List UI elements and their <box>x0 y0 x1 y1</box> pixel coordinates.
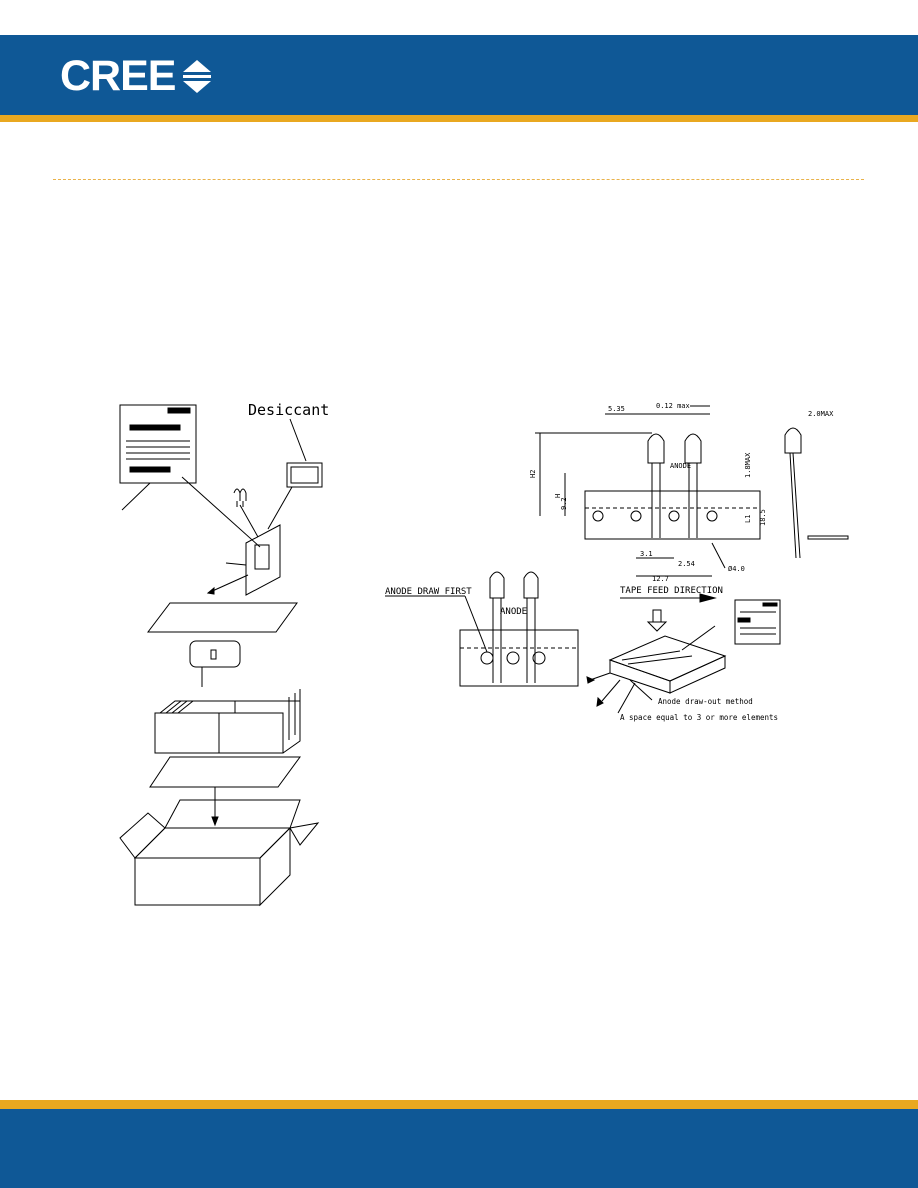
dim-185: 18.5 <box>759 509 767 526</box>
footer-accent-stripe <box>0 1100 918 1109</box>
anode-draw-first-label: ANODE DRAW FIRST <box>385 587 472 597</box>
dim-h2: H2 <box>529 470 537 478</box>
dim-92: 9.2 <box>560 497 568 510</box>
tape-feed-direction-label: TAPE FEED DIRECTION <box>620 586 723 596</box>
dim-31: 3.1 <box>640 550 653 558</box>
tape-reel-diagram: 5.35 0.12 max 2.0MAX H2 H 9.2 1.8MAX L1 … <box>385 402 849 722</box>
desiccant-label: Desiccant <box>248 401 329 419</box>
header-bar <box>0 35 918 115</box>
dim-18max: 1.8MAX <box>744 452 752 478</box>
dim-l1: L1 <box>744 515 752 523</box>
space-note-label: A space equal to 3 or more elements <box>620 713 778 722</box>
packing-diagram: Desiccant <box>119 401 329 907</box>
logo-arrows-icon <box>183 60 212 93</box>
dim-535: 5.35 <box>608 405 625 413</box>
dim-012max: 0.12 max <box>656 402 690 410</box>
anode-small-label: ANODE <box>670 462 691 470</box>
draw-out-method-label: Anode draw-out method <box>658 697 753 706</box>
logo-text: CREE <box>60 52 176 100</box>
cree-logo: CREE <box>60 53 213 99</box>
footer-bar <box>0 1109 918 1188</box>
dim-h: H <box>554 494 562 498</box>
dim-2max: 2.0MAX <box>808 410 834 418</box>
dim-hole: Ø4.0 <box>728 565 745 573</box>
dim-127: 12.7 <box>652 575 669 583</box>
header-accent-stripe <box>0 115 918 122</box>
dim-254: 2.54 <box>678 560 695 568</box>
section-divider <box>53 179 864 180</box>
anode-label: ANODE <box>500 607 527 617</box>
